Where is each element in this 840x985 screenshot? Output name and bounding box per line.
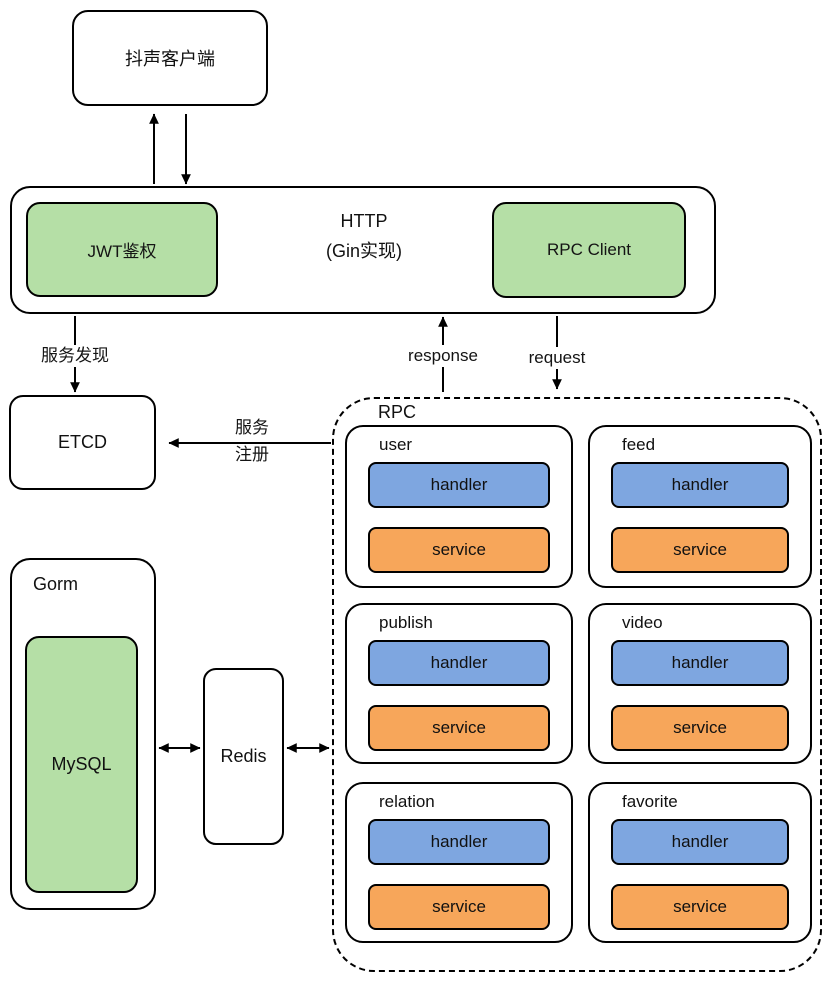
jwt-auth-node: JWT鉴权	[26, 202, 218, 297]
service-name: relation	[379, 792, 435, 811]
gorm-label: Gorm	[33, 574, 78, 594]
response-label: response	[397, 345, 489, 367]
service-card-video: video handler service	[588, 603, 812, 764]
service-node: service	[368, 527, 550, 573]
mysql-label: MySQL	[51, 754, 112, 774]
service-node: service	[368, 884, 550, 930]
http-title-line1: HTTP	[340, 211, 388, 231]
service-name: user	[379, 435, 413, 454]
service-node: service	[611, 884, 789, 930]
redis-node: Redis	[203, 668, 284, 845]
mysql-node: MySQL	[25, 636, 138, 893]
rpc-client-label: RPC Client	[546, 240, 632, 259]
http-title-line2: (Gin实现)	[326, 241, 402, 261]
request-label: request	[511, 347, 603, 369]
service-register-line1: 服务	[235, 418, 269, 437]
service-register-line2: 注册	[235, 445, 269, 464]
jwt-auth-label: JWT鉴权	[87, 242, 157, 261]
etcd-label: ETCD	[58, 432, 107, 452]
service-register-label: 服务 注册	[220, 414, 284, 468]
service-card-favorite: favorite handler service	[588, 782, 812, 943]
client-node: 抖声客户端	[72, 10, 268, 106]
service-name: video	[622, 613, 663, 632]
service-card-user: user handler service	[345, 425, 573, 588]
etcd-node: ETCD	[9, 395, 156, 490]
handler-node: handler	[368, 462, 550, 508]
http-layer-title: HTTP (Gin实现)	[264, 206, 464, 266]
handler-node: handler	[611, 819, 789, 865]
service-discovery-label: 服务发现	[27, 345, 123, 367]
handler-node: handler	[368, 640, 550, 686]
service-card-feed: feed handler service	[588, 425, 812, 588]
service-name: publish	[379, 613, 433, 632]
service-card-relation: relation handler service	[345, 782, 573, 943]
rpc-container-label: RPC	[378, 402, 417, 422]
service-name: feed	[622, 435, 656, 454]
rpc-container	[332, 397, 822, 972]
service-card-publish: publish handler service	[345, 603, 573, 764]
handler-node: handler	[611, 640, 789, 686]
client-label: 抖声客户端	[125, 49, 215, 69]
service-node: service	[611, 705, 789, 751]
service-node: service	[611, 527, 789, 573]
rpc-client-node: RPC Client	[492, 202, 686, 298]
handler-node: handler	[368, 819, 550, 865]
service-name: favorite	[622, 792, 678, 811]
redis-label: Redis	[220, 746, 267, 766]
handler-node: handler	[611, 462, 789, 508]
service-node: service	[368, 705, 550, 751]
